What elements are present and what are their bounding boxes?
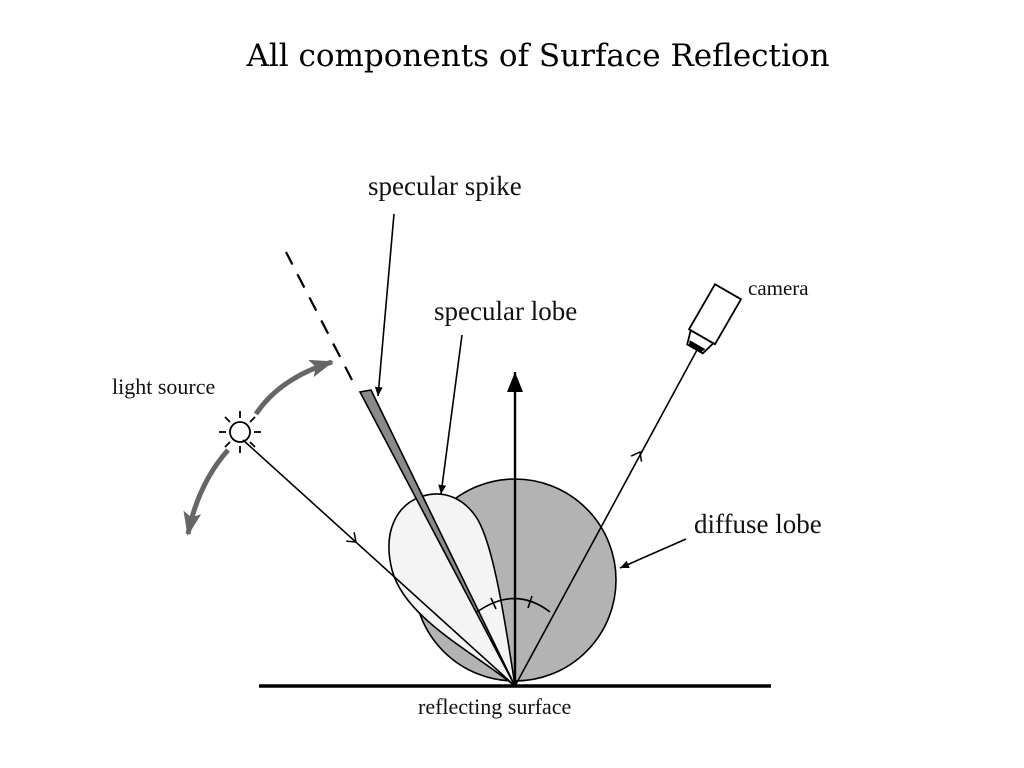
specular-lobe-label: specular lobe [434,296,577,326]
source-arc-up-arrow [253,359,334,416]
source-arc-down-arrow [183,448,230,536]
diffuse-lobe-pointer [619,538,687,569]
light-source-label: light source [112,374,215,399]
diffuse-lobe-label: diffuse lobe [694,509,822,539]
specular-spike-pointer [374,213,395,397]
specular-lobe-pointer [438,334,463,495]
incident-ray [242,439,516,687]
camera-icon [686,283,743,355]
specular-spike-shape [358,389,516,687]
camera-label: camera [748,276,809,300]
specular-spike-label: specular spike [368,171,522,201]
sun-icon [219,411,261,453]
reflecting-surface-label: reflecting surface [418,694,571,719]
angle-arc [476,597,551,613]
specular-direction-dashed-line [285,251,353,381]
angle-tick-right [527,595,533,609]
camera-ray [514,349,698,687]
angle-tick-left [490,597,497,610]
slide-title: All components of Surface Reflection [246,38,830,74]
